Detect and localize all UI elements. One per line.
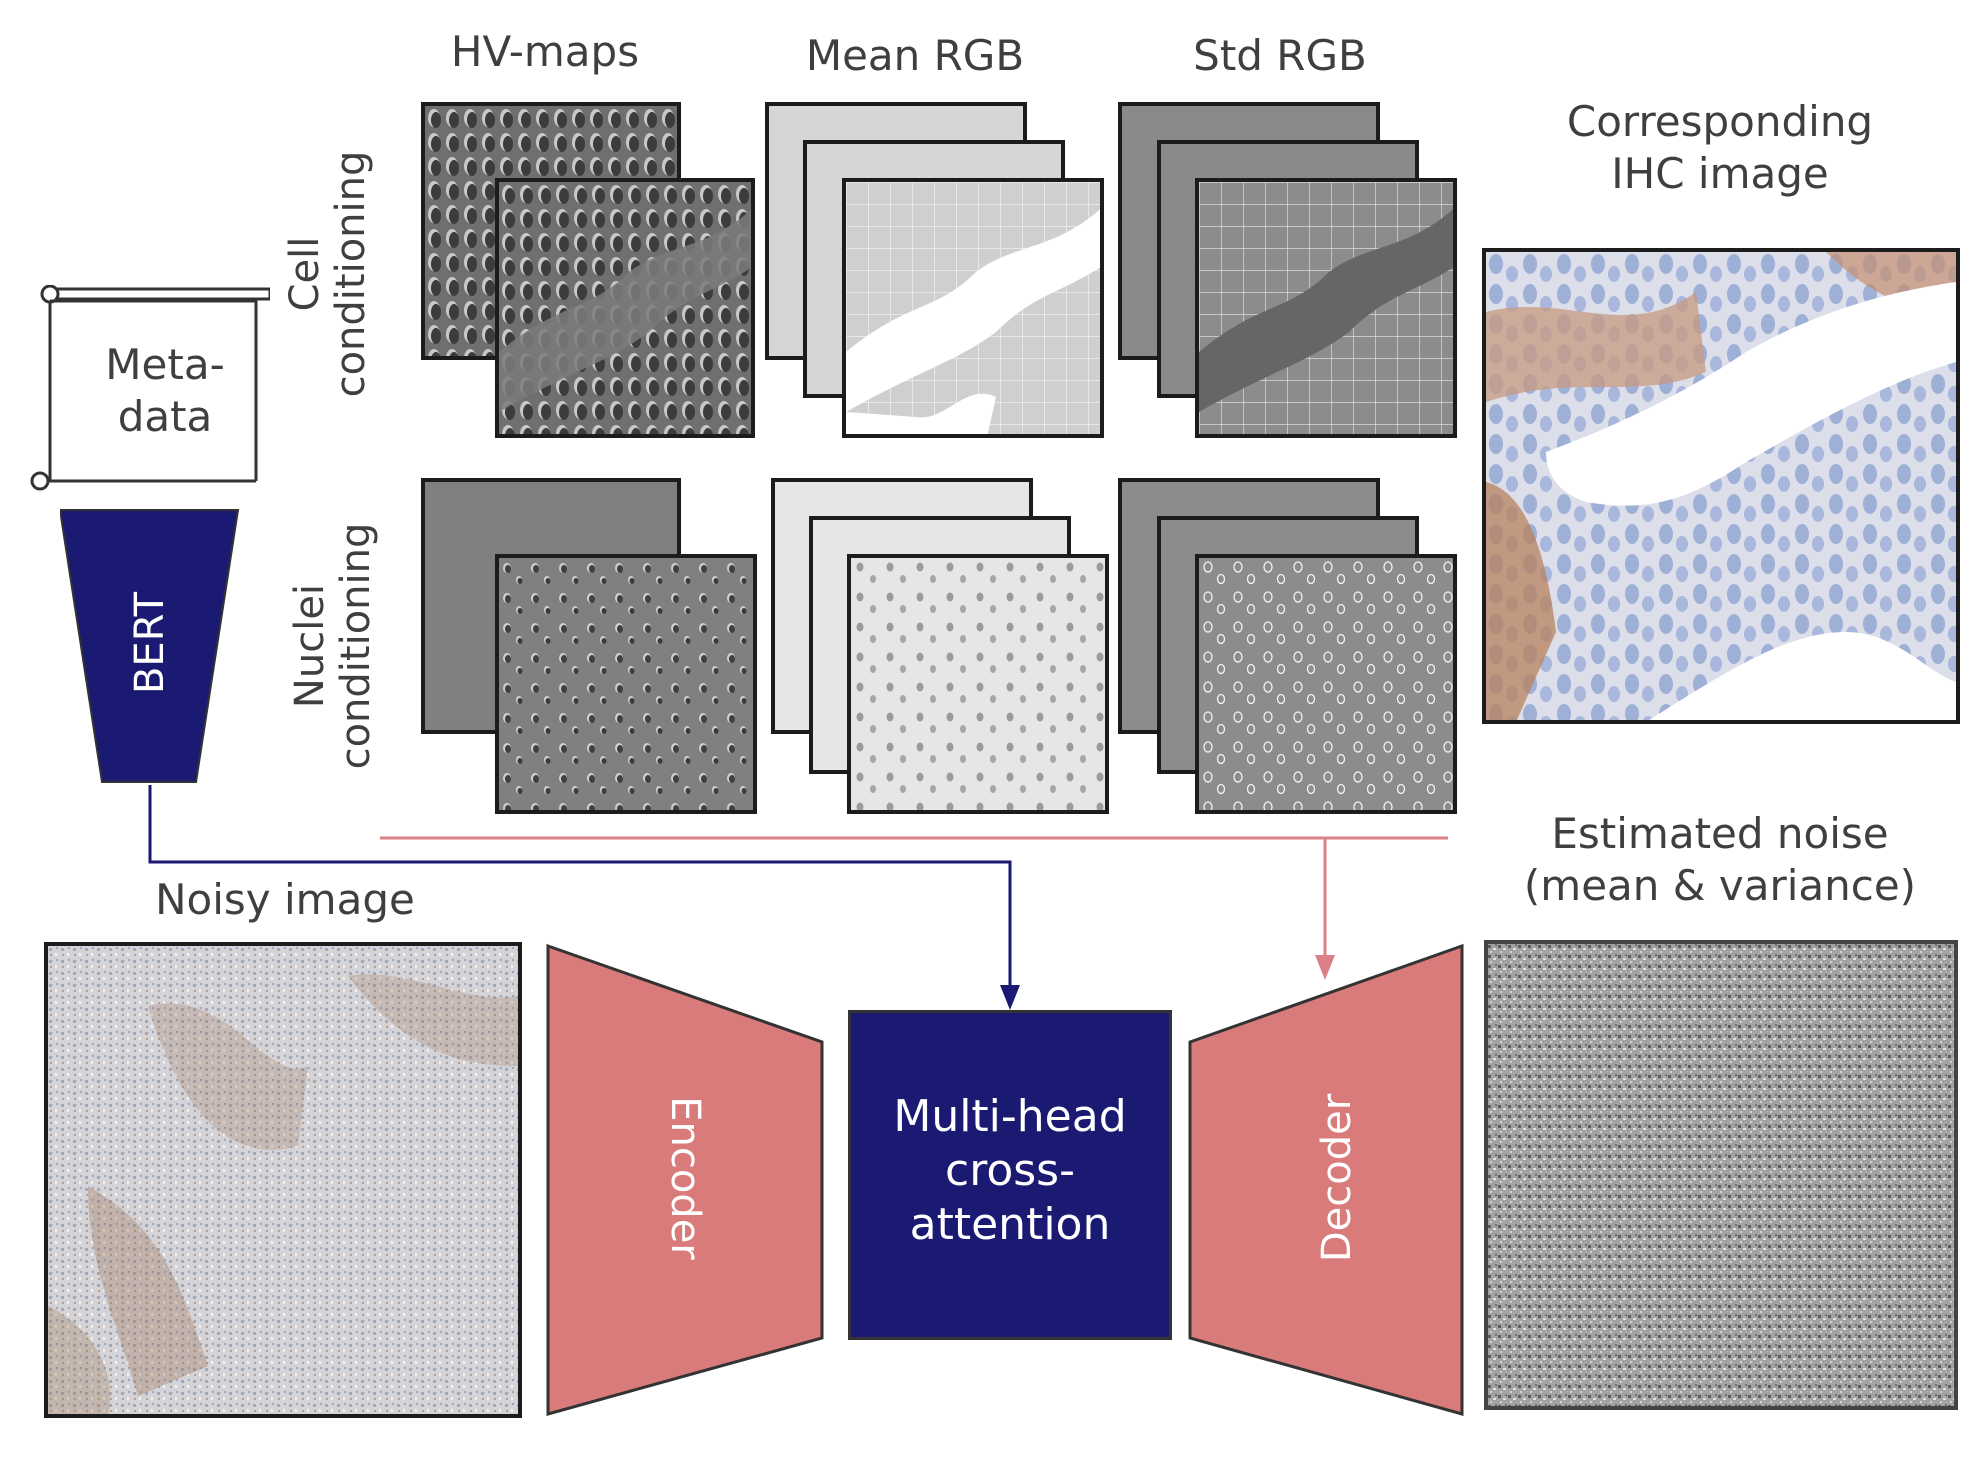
mean-nuclei-texture: [851, 558, 1105, 810]
ihc-label-line2: IHC image: [1530, 148, 1910, 200]
nuclei-label-line1: Nuclei: [287, 511, 333, 781]
attention-label-line1: Multi-head: [848, 1090, 1172, 1144]
decoder-label: Decoder: [1314, 1078, 1360, 1278]
nuclei-conditioning-label: Nuclei conditioning: [287, 511, 383, 781]
mean-cell-texture: [846, 182, 1100, 434]
bert-arrow-head: [1000, 985, 1020, 1010]
std-rgb-nuclei-3: [1195, 554, 1457, 814]
hv-cell-front-texture: [499, 182, 751, 434]
hv-map-nuclei-front: [495, 554, 757, 814]
mean-rgb-nuclei-3: [847, 554, 1109, 814]
estimated-noise-texture: [1488, 944, 1954, 1406]
metadata-label-line1: Meta-: [70, 339, 260, 391]
estimated-noise-label: Estimated noise (mean & variance): [1500, 808, 1940, 912]
hv-maps-header: HV-maps: [420, 26, 670, 78]
noisy-image-label: Noisy image: [140, 874, 430, 926]
estimated-noise-line1: Estimated noise: [1500, 808, 1940, 860]
mean-rgb-header: Mean RGB: [770, 30, 1060, 82]
mean-rgb-cell-3: [842, 178, 1104, 438]
std-rgb-header: Std RGB: [1150, 30, 1410, 82]
estimated-noise-image: [1484, 940, 1958, 1410]
attention-label-line2: cross-: [848, 1144, 1172, 1198]
noisy-image-texture: [48, 946, 518, 1414]
metadata-scroll: Meta- data: [30, 285, 270, 495]
ihc-label: Corresponding IHC image: [1530, 96, 1910, 200]
nuclei-label-line2: conditioning: [333, 511, 379, 781]
ihc-image: [1482, 248, 1960, 724]
encoder-label: Encoder: [662, 1078, 708, 1278]
noisy-image: [44, 942, 522, 1418]
estimated-noise-line2: (mean & variance): [1500, 860, 1940, 912]
bert-label: BERT: [127, 583, 173, 703]
hv-nuclei-texture: [499, 558, 753, 810]
cell-conditioning-label: Cell conditioning: [282, 144, 378, 404]
std-rgb-cell-3: [1195, 178, 1457, 438]
cell-label-line2: conditioning: [328, 144, 374, 404]
attention-label: Multi-head cross- attention: [848, 1090, 1172, 1252]
ihc-image-texture: [1486, 252, 1956, 720]
cell-label-line1: Cell: [282, 144, 328, 404]
attention-label-line3: attention: [848, 1198, 1172, 1252]
std-nuclei-texture: [1199, 558, 1453, 810]
hv-map-cell-front: [495, 178, 755, 438]
metadata-label-line2: data: [70, 391, 260, 443]
metadata-label: Meta- data: [70, 339, 260, 443]
ihc-label-line1: Corresponding: [1530, 96, 1910, 148]
std-cell-texture: [1199, 182, 1453, 434]
